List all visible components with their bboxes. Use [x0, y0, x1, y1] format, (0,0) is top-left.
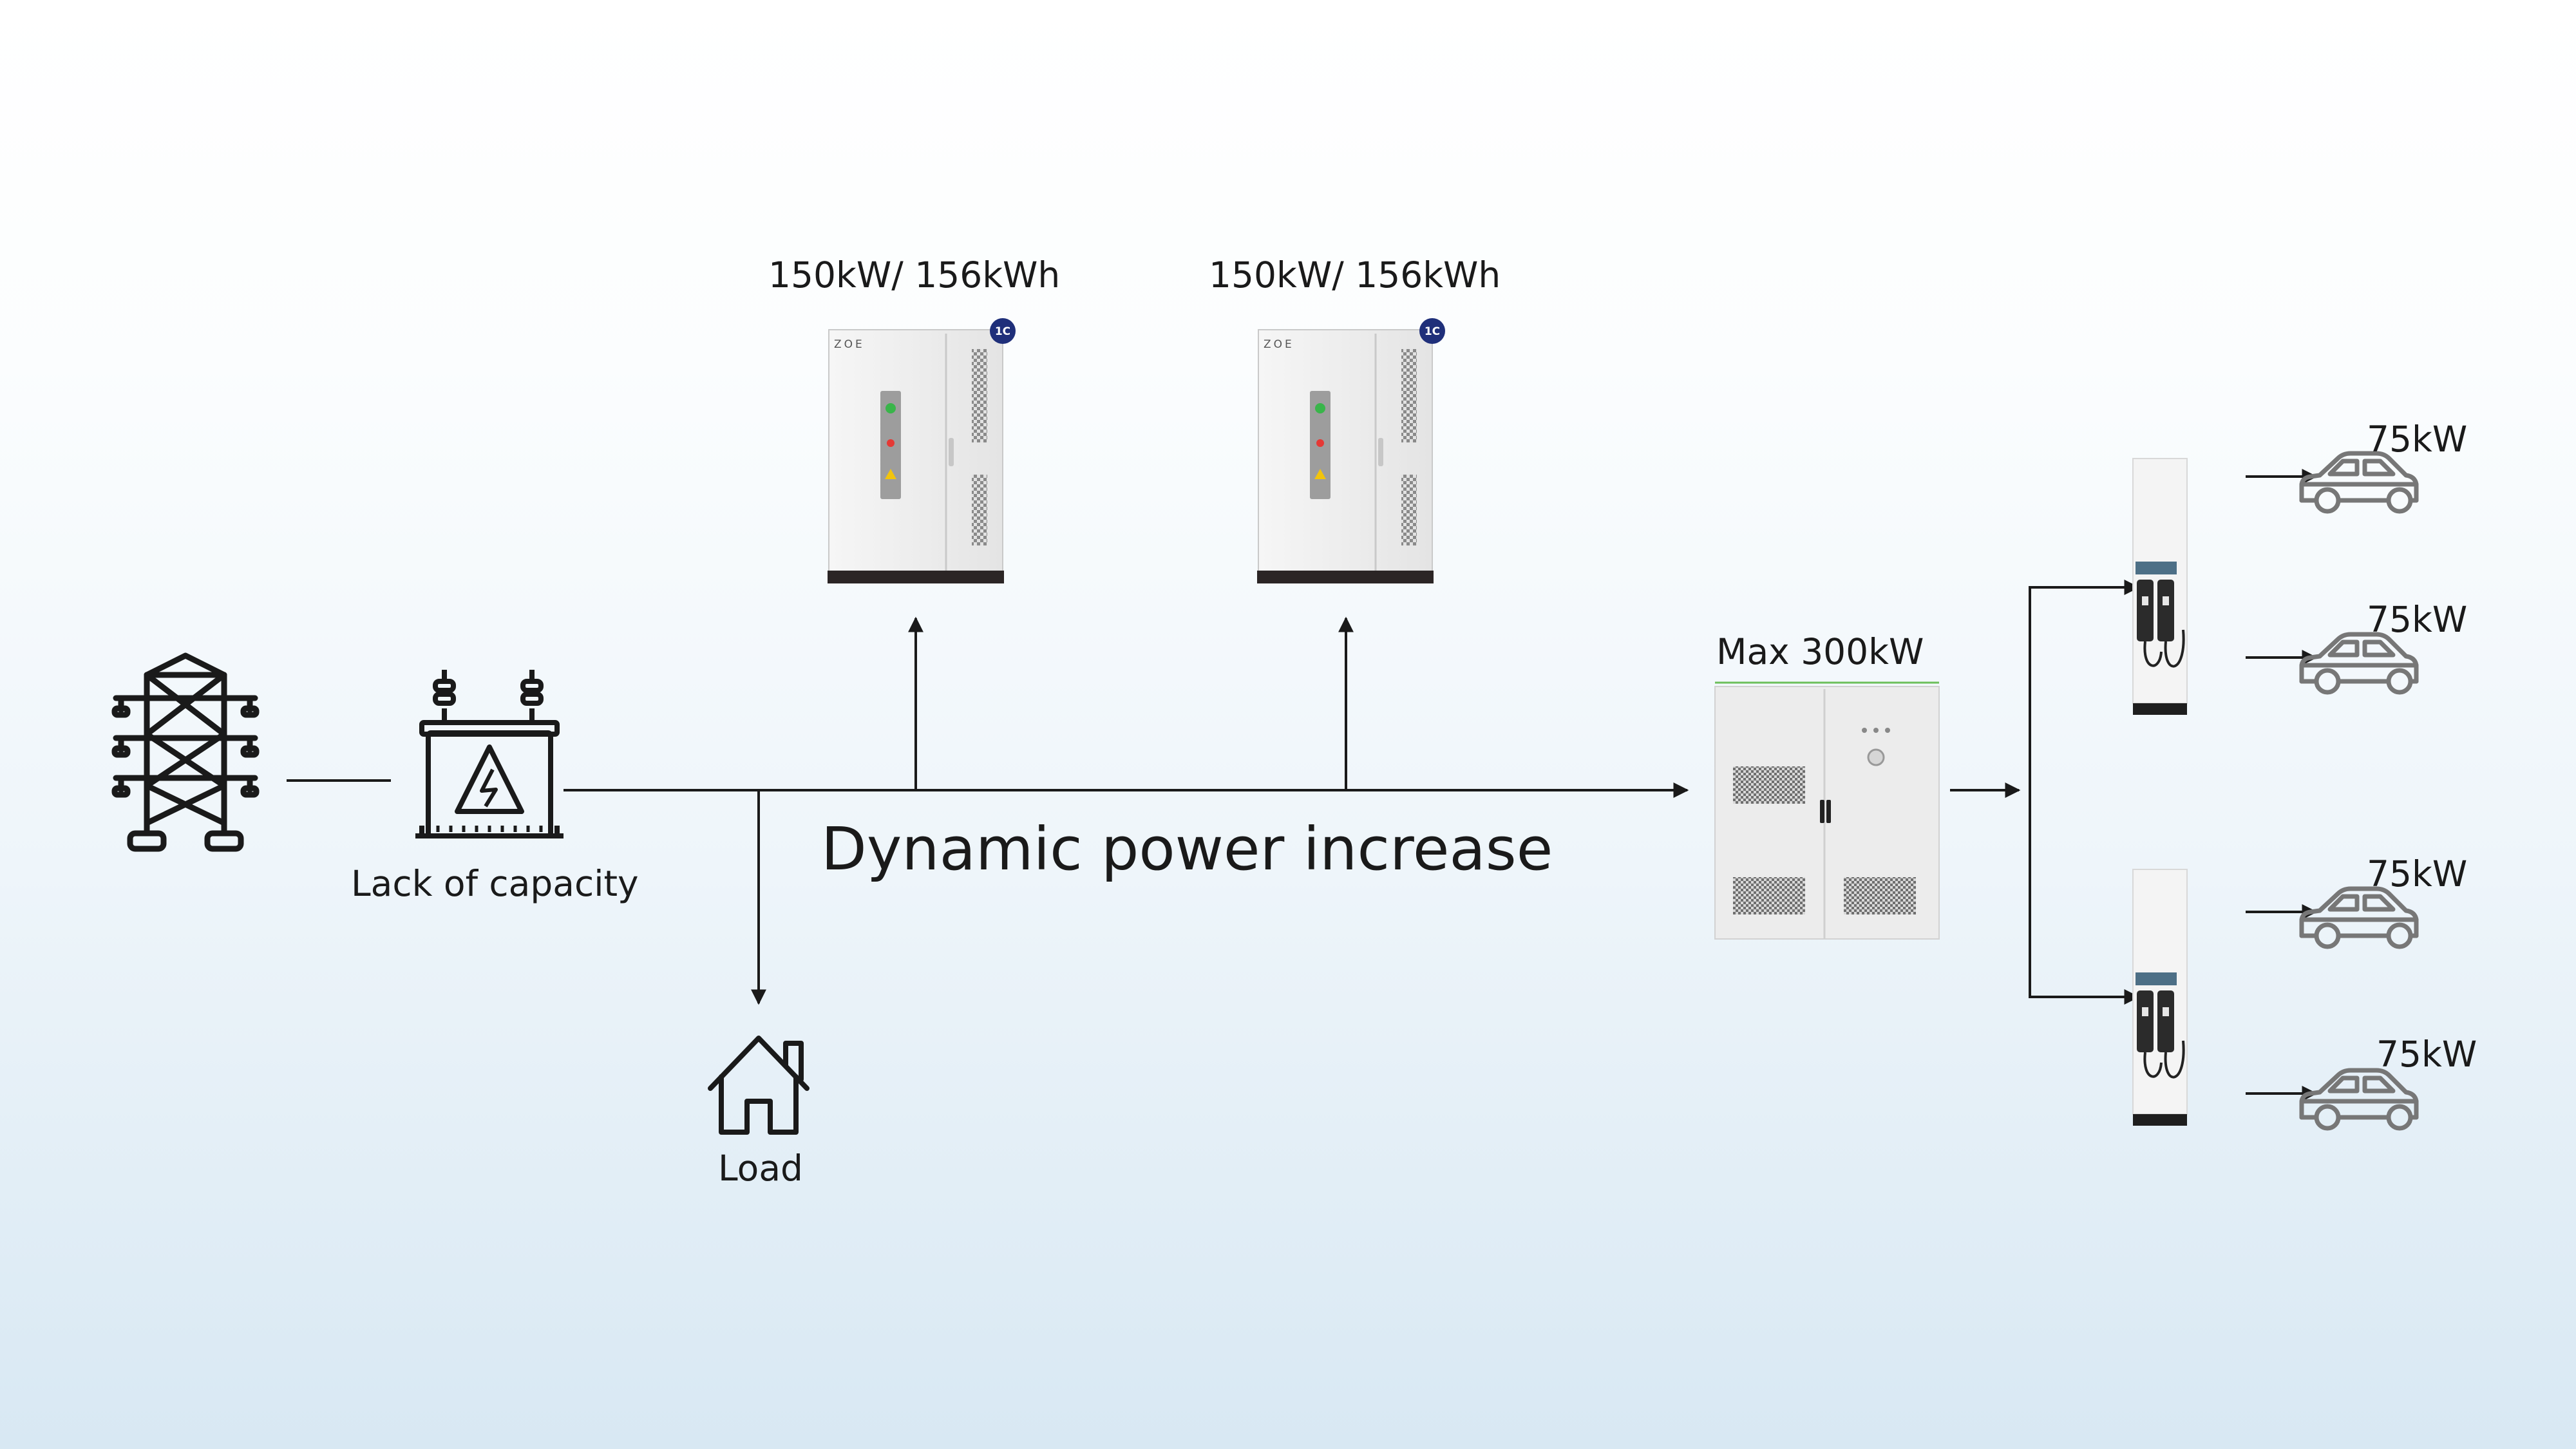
power-tower-icon	[111, 652, 260, 852]
inverter-label: Max 300kW	[1716, 631, 1924, 672]
house-icon	[708, 1036, 810, 1135]
pcs-cabinet	[1714, 681, 1940, 940]
battery-cabinet-left	[828, 329, 1004, 583]
cabinet-right-brand: ZOE	[1264, 338, 1294, 351]
battery-cabinet-right	[1257, 329, 1434, 583]
car-icon-3	[2299, 886, 2419, 949]
transformer-bushing-left	[433, 670, 456, 723]
cabinet-right-badge-text: 1C	[1425, 325, 1440, 338]
car-2-power-label: 75kW	[2367, 599, 2468, 640]
car-4-power-label: 75kW	[2376, 1034, 2477, 1075]
car-icon-2	[2299, 632, 2419, 695]
transformer-bushing-right	[520, 670, 544, 723]
car-3-power-label: 75kW	[2367, 853, 2468, 895]
charger-branch-line	[2029, 586, 2138, 998]
transformer-label: Lack of capacity	[351, 863, 639, 904]
car-icon-4	[2299, 1068, 2419, 1131]
ev-charger-top	[2132, 458, 2188, 715]
cabinet-right-badge	[1419, 318, 1445, 344]
cabinet-left-badge	[990, 318, 1016, 344]
main-flow-label: Dynamic power increase	[821, 815, 1553, 884]
car-1-power-label: 75kW	[2367, 419, 2468, 460]
ev-charger-bottom	[2132, 869, 2188, 1126]
cabinet-left-brand: ZOE	[834, 338, 865, 351]
storage-left-label: 150kW/ 156kWh	[768, 254, 1061, 296]
car-icon-1	[2299, 451, 2419, 514]
load-label: Load	[718, 1148, 803, 1189]
transformer-icon	[415, 670, 564, 838]
connection-lines	[287, 469, 2318, 1101]
storage-right-label: 150kW/ 156kWh	[1209, 254, 1501, 296]
cabinet-left-badge-text: 1C	[995, 325, 1010, 338]
